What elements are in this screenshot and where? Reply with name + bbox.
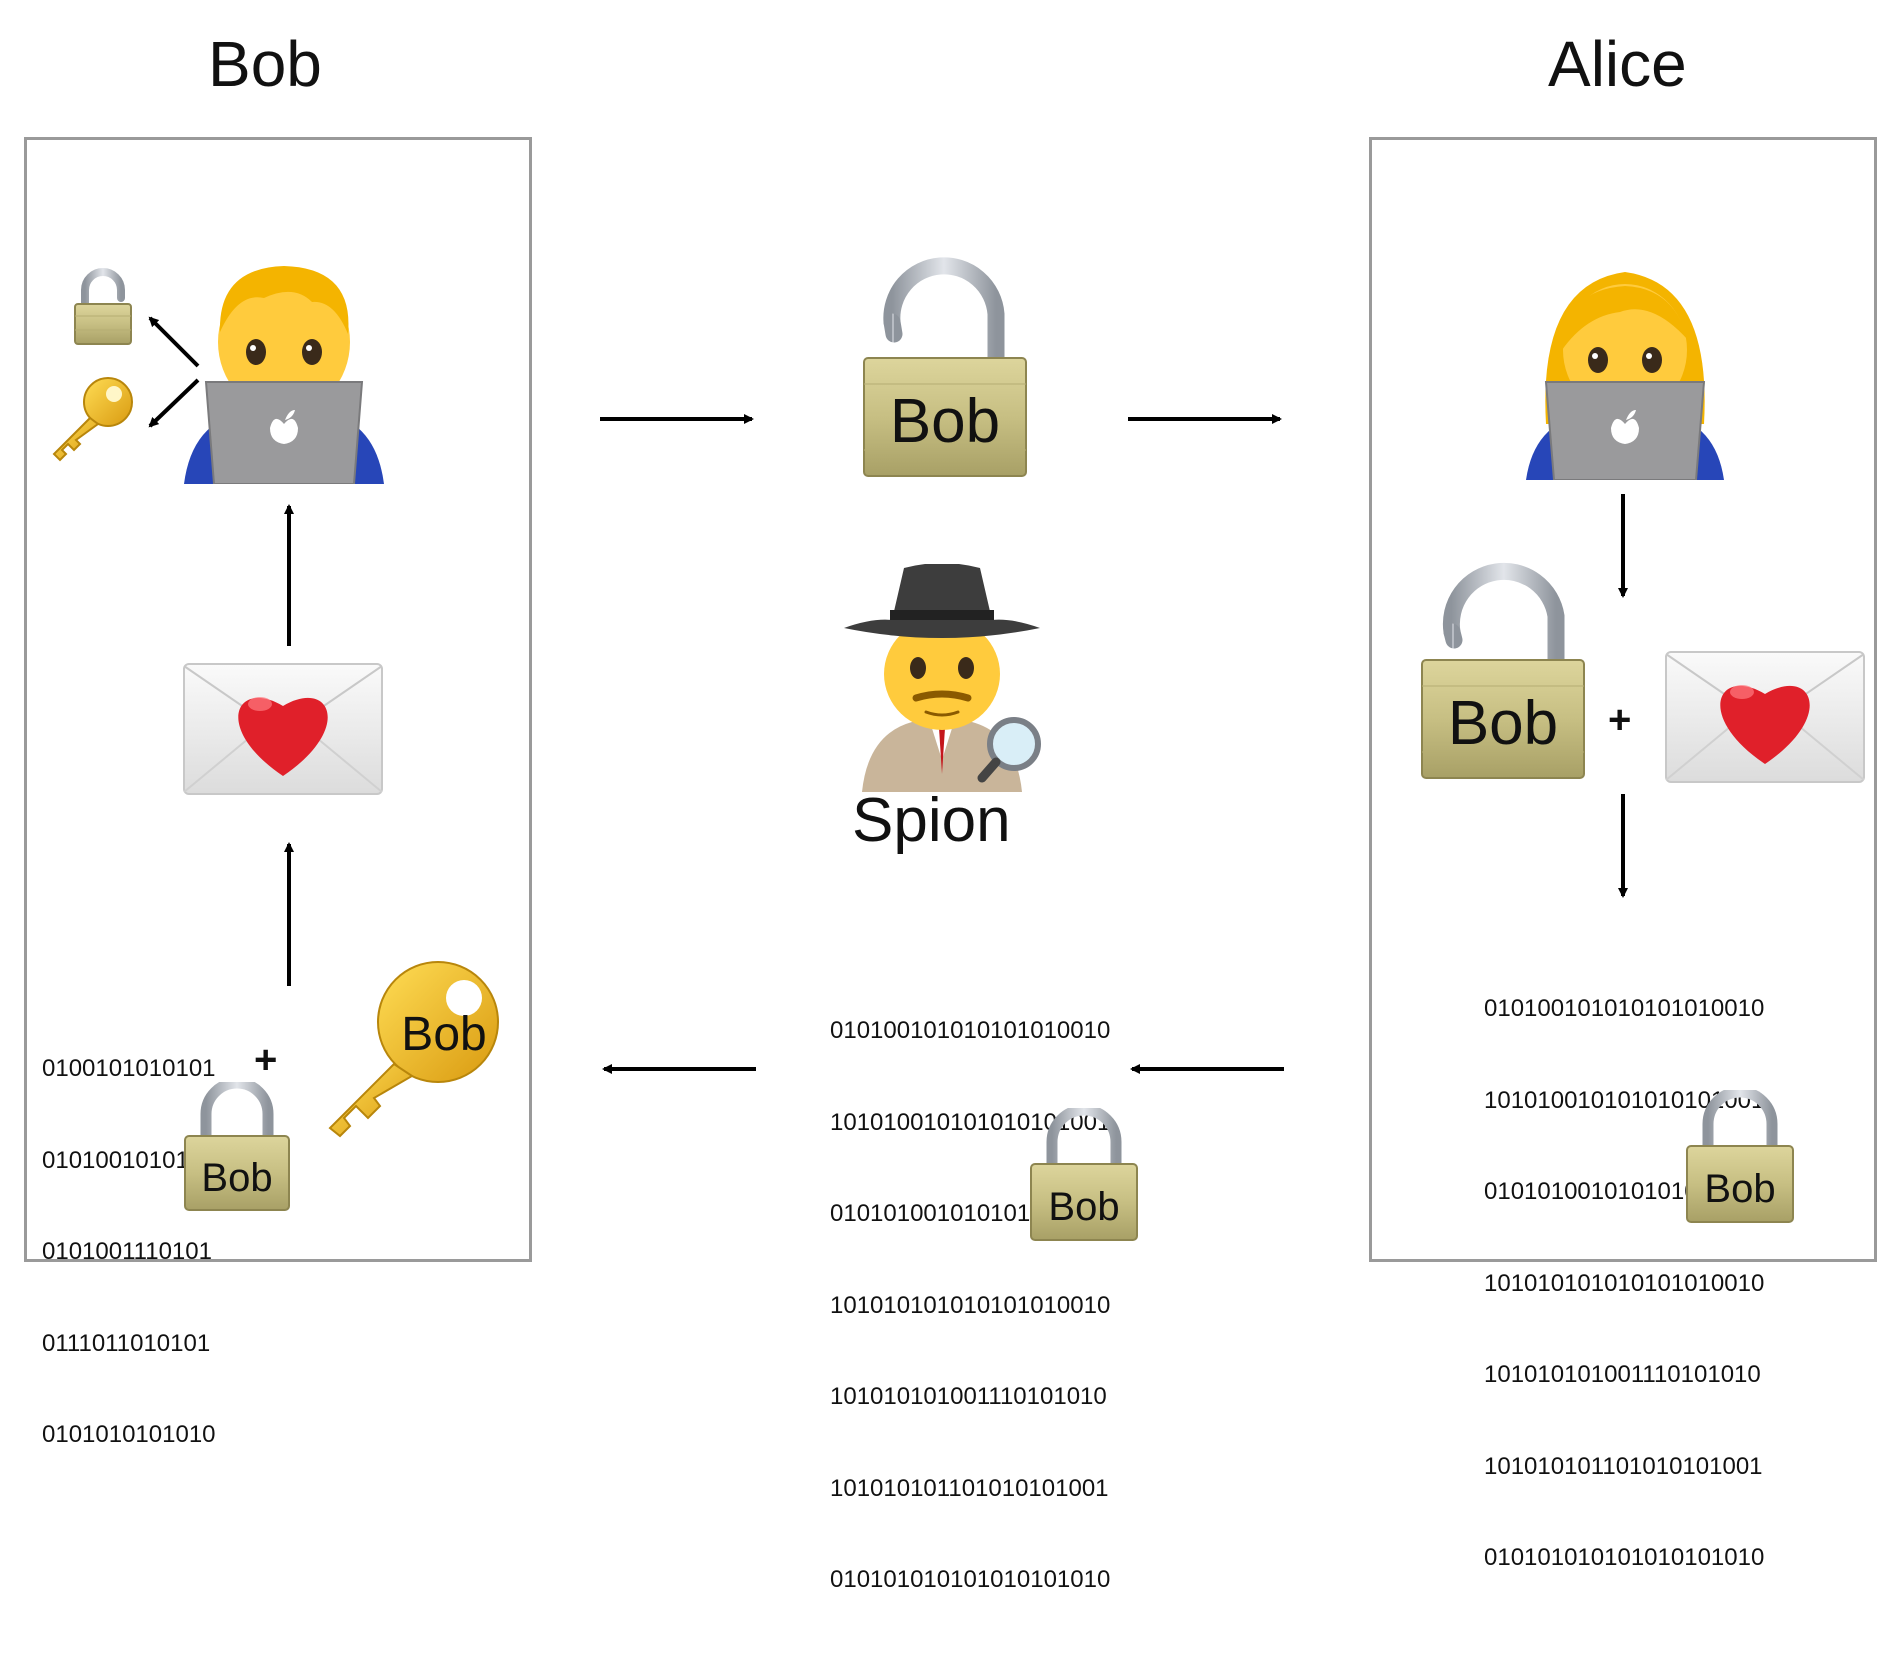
arrow-icon — [1618, 794, 1628, 898]
ciphertext-line: 0101010101010 — [42, 1421, 216, 1448]
plus-sign: + — [1608, 698, 1632, 742]
heading-alice: Alice — [1548, 28, 1687, 100]
arrow-icon — [1128, 414, 1282, 424]
man-technologist-icon — [184, 266, 384, 484]
locked-padlock-icon: Bob — [1030, 1108, 1138, 1241]
locked-padlock-icon: Bob — [1686, 1090, 1794, 1223]
ciphertext-line: 010101010101010101010 — [830, 1566, 1111, 1593]
ciphertext-block-center: 010100101010101010010 101010010101010101… — [830, 955, 1110, 1657]
ciphertext-line: 0101001110101 — [42, 1238, 212, 1265]
diagram: Bob Alice — [24, 28, 1877, 1593]
ciphertext-block-left: 0100101010101 0101001010101 010100111010… — [42, 993, 216, 1512]
open-padlock-icon: Bob — [1421, 562, 1585, 779]
ciphertext-line: 101010101101010101001 — [830, 1474, 1109, 1502]
alice-panel — [1369, 137, 1877, 1262]
key-label: Bob — [401, 1008, 486, 1061]
key-icon — [52, 377, 133, 462]
open-padlock-icon — [74, 268, 132, 345]
arrow-icon — [602, 1064, 756, 1074]
arrow-icon — [284, 842, 294, 986]
lock-label: Bob — [890, 387, 1000, 456]
open-padlock-icon: Bob — [863, 257, 1027, 477]
lock-label: Bob — [1704, 1167, 1775, 1211]
arrow-icon — [148, 316, 200, 428]
love-letter-icon — [1665, 651, 1865, 783]
arrow-icon — [1618, 494, 1628, 598]
arrow-icon — [600, 414, 754, 424]
lock-label: Bob — [1448, 689, 1558, 758]
key-icon: Bob — [328, 961, 499, 1138]
heading-bob: Bob — [208, 28, 322, 100]
ciphertext-line: 010101010101010101010 — [1484, 1544, 1765, 1571]
ciphertext-line: 101010101101010101001 — [1484, 1452, 1763, 1480]
detective-icon — [844, 564, 1041, 792]
spy-label: Spion — [852, 786, 1011, 855]
locked-padlock-icon: Bob — [184, 1082, 290, 1211]
lock-label: Bob — [1048, 1185, 1119, 1229]
ciphertext-block-right: 010100101010101010010 101010010101010101… — [1484, 933, 1764, 1635]
woman-technologist-icon — [1526, 272, 1724, 480]
plus-sign: + — [254, 1038, 278, 1082]
ciphertext-line: 101010101001110101010 — [830, 1383, 1107, 1410]
ciphertext-line: 101010101010101010010 — [1484, 1269, 1765, 1297]
ciphertext-line: 0111011010101 — [42, 1329, 211, 1357]
ciphertext-line: 0100101010101 — [42, 1055, 216, 1082]
ciphertext-line: 010100101010101010010 — [1484, 995, 1765, 1022]
arrow-icon — [1130, 1064, 1284, 1074]
arrow-icon — [284, 504, 294, 646]
bob-panel — [24, 137, 532, 1262]
lock-label: Bob — [201, 1156, 272, 1200]
ciphertext-line: 101010101010101010010 — [830, 1291, 1111, 1319]
ciphertext-line: 101010101001110101010 — [1484, 1361, 1761, 1388]
ciphertext-line: 010100101010101010010 — [830, 1017, 1111, 1044]
love-letter-icon — [183, 663, 383, 795]
